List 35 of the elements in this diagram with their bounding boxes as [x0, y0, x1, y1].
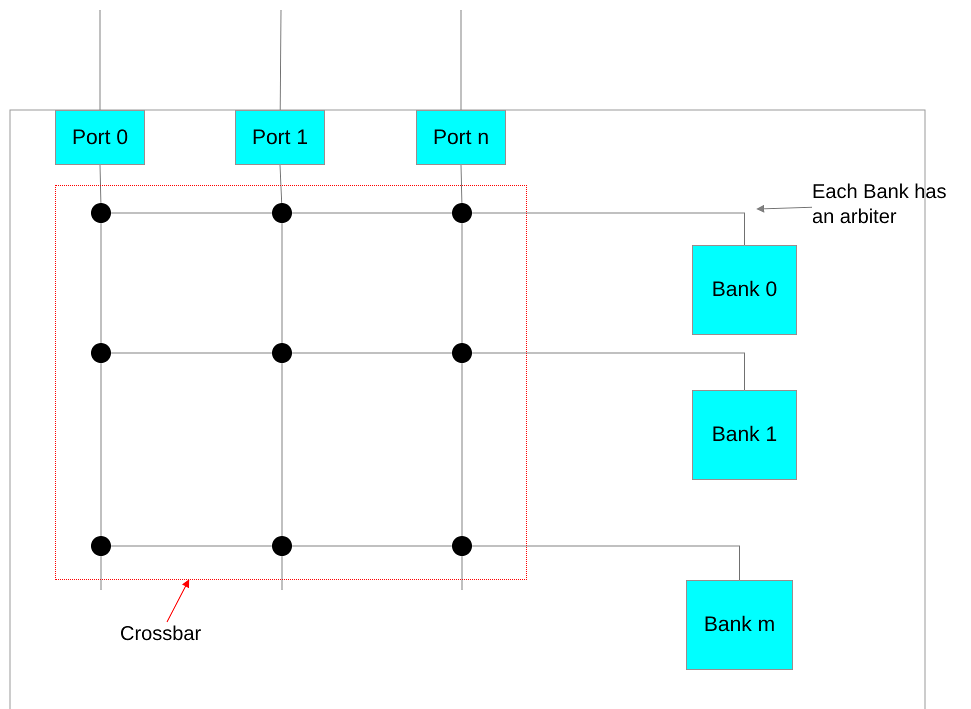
- connector-line: [472, 212, 745, 246]
- connector-line: [460, 164, 462, 204]
- connector-line: [100, 362, 102, 536]
- note-text: Each Bank has an arbiter: [812, 180, 962, 230]
- junction-dot: [272, 203, 292, 223]
- connector-line: [100, 222, 102, 344]
- leader-arrow: [756, 204, 812, 213]
- port-box: Port 1: [235, 110, 325, 165]
- connector-line: [292, 352, 452, 354]
- callout-label: Crossbar: [120, 622, 202, 647]
- port-box: Port n: [416, 110, 506, 165]
- bank-box: Bank 1: [692, 390, 797, 480]
- leader-arrow: [166, 579, 190, 622]
- connector-line: [110, 212, 272, 214]
- connector-line: [100, 556, 102, 590]
- connector-line: [472, 546, 740, 580]
- junction-dot: [452, 343, 472, 363]
- connector-line: [460, 10, 462, 110]
- connector-line: [100, 164, 102, 204]
- connector-line: [110, 352, 272, 354]
- connector-line: [472, 352, 745, 390]
- port-box: Port 0: [55, 110, 145, 165]
- junction-dot: [272, 343, 292, 363]
- crossbar-region: [55, 185, 527, 580]
- bank-box: Bank m: [686, 580, 793, 670]
- junction-dot: [452, 203, 472, 223]
- bank-box: Bank 0: [692, 245, 797, 335]
- junction-dot: [452, 536, 472, 556]
- junction-dot: [272, 536, 292, 556]
- junction-dot: [91, 203, 111, 223]
- connector-line: [292, 212, 452, 214]
- connector-line: [280, 10, 282, 110]
- connector-line: [280, 164, 282, 204]
- junction-dot: [91, 343, 111, 363]
- junction-dot: [91, 536, 111, 556]
